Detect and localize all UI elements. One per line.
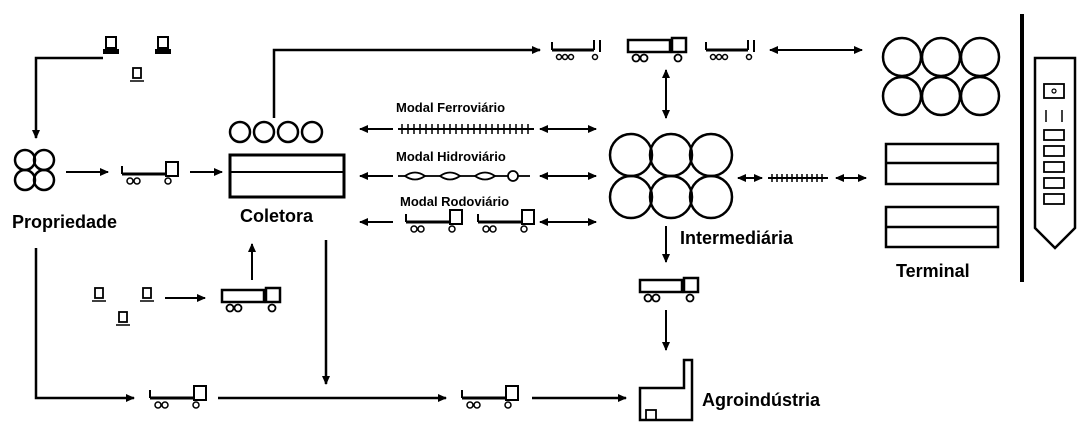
truck-icon xyxy=(640,278,698,302)
silo-icon xyxy=(230,122,322,142)
node-terminal: Terminal xyxy=(896,261,970,281)
node-intermediaria: Intermediária xyxy=(680,228,794,248)
truck-icon xyxy=(628,38,686,62)
train-icon xyxy=(706,40,754,60)
harvester-icon xyxy=(92,288,154,325)
truck-icon xyxy=(122,162,178,184)
harvester-icon xyxy=(103,37,171,81)
rail-track-icon xyxy=(768,174,828,182)
truck-icon xyxy=(150,386,206,408)
node-coletora: Coletora xyxy=(240,206,314,226)
silo-icon xyxy=(610,134,732,218)
modal-ferroviario-label: Modal Ferroviário xyxy=(396,100,505,115)
barge-icon xyxy=(398,171,530,181)
rail-track-icon xyxy=(398,124,534,134)
harvest-to-property-arrow xyxy=(36,58,103,138)
warehouse-icon xyxy=(230,155,344,197)
ship-icon xyxy=(1035,58,1075,248)
node-propriedade: Propriedade xyxy=(12,212,117,232)
silo-icon xyxy=(883,38,999,115)
node-agroindustria: Agroindústria xyxy=(702,390,821,410)
warehouse-icon xyxy=(886,144,998,247)
truck-icon xyxy=(462,386,518,408)
modal-hidroviario-label: Modal Hidroviário xyxy=(396,149,506,164)
modal-rodoviario-label: Modal Rodoviário xyxy=(400,194,509,209)
silo-icon xyxy=(15,150,54,190)
truck-icon xyxy=(222,288,280,312)
truck-icon xyxy=(406,210,534,232)
train-icon xyxy=(552,40,600,60)
factory-icon xyxy=(640,360,692,420)
